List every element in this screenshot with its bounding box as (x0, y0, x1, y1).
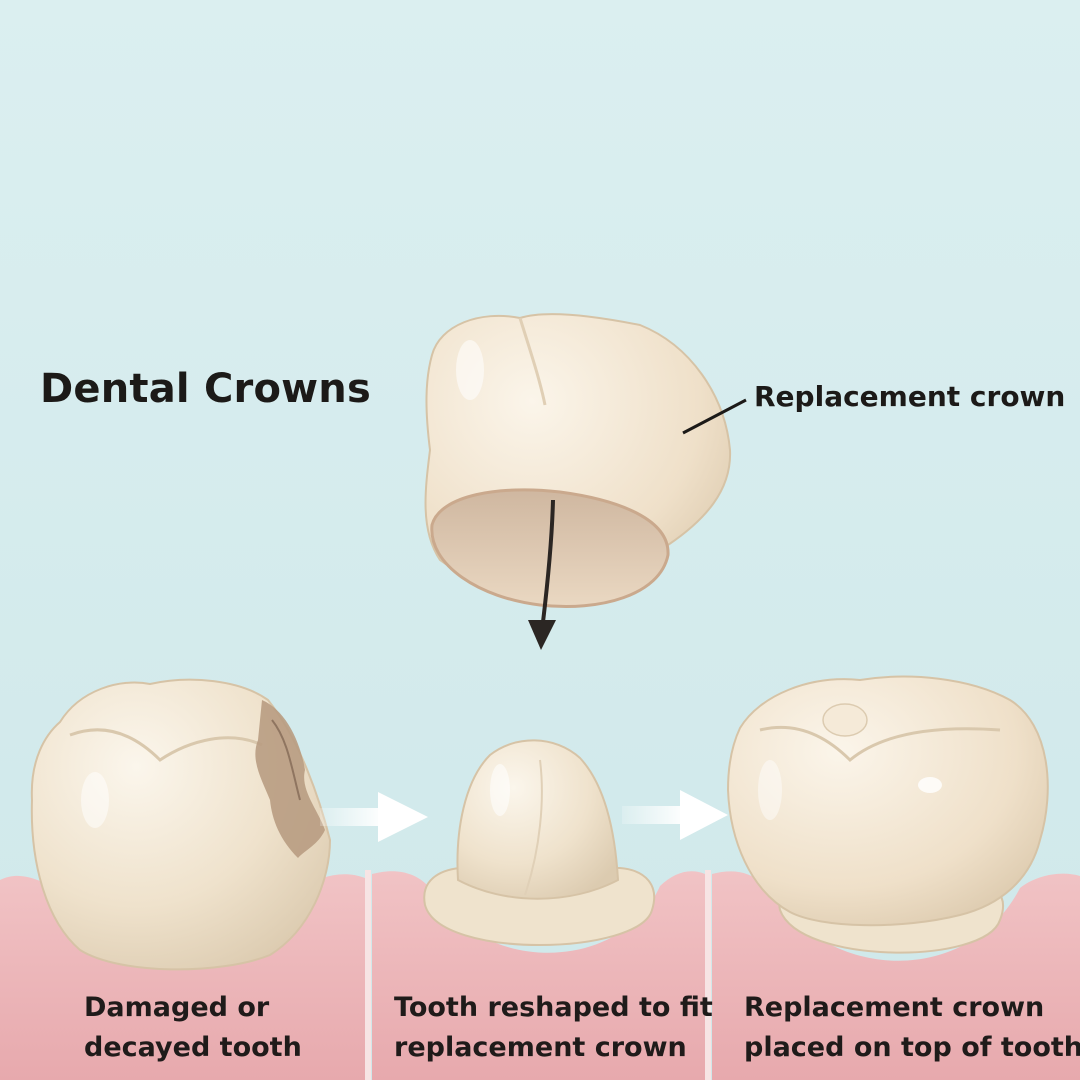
damaged-tooth (32, 680, 330, 970)
step-1-caption-line-2: decayed tooth (84, 1028, 302, 1068)
step-1-caption-line-1: Damaged or (84, 988, 302, 1028)
step-3-caption: Replacement crown placed on top of tooth (744, 988, 1080, 1068)
step-2-caption-line-1: Tooth reshaped to fit (394, 988, 713, 1028)
step-2-caption: Tooth reshaped to fit replacement crown (394, 988, 713, 1068)
diagram-title: Dental Crowns (40, 366, 371, 412)
step-1-caption: Damaged or decayed tooth (84, 988, 302, 1068)
step-3-caption-line-2: placed on top of tooth (744, 1028, 1080, 1068)
step-3-caption-line-1: Replacement crown (744, 988, 1080, 1028)
step-2-caption-line-2: replacement crown (394, 1028, 713, 1068)
replacement-crown-label: Replacement crown (754, 380, 1065, 413)
